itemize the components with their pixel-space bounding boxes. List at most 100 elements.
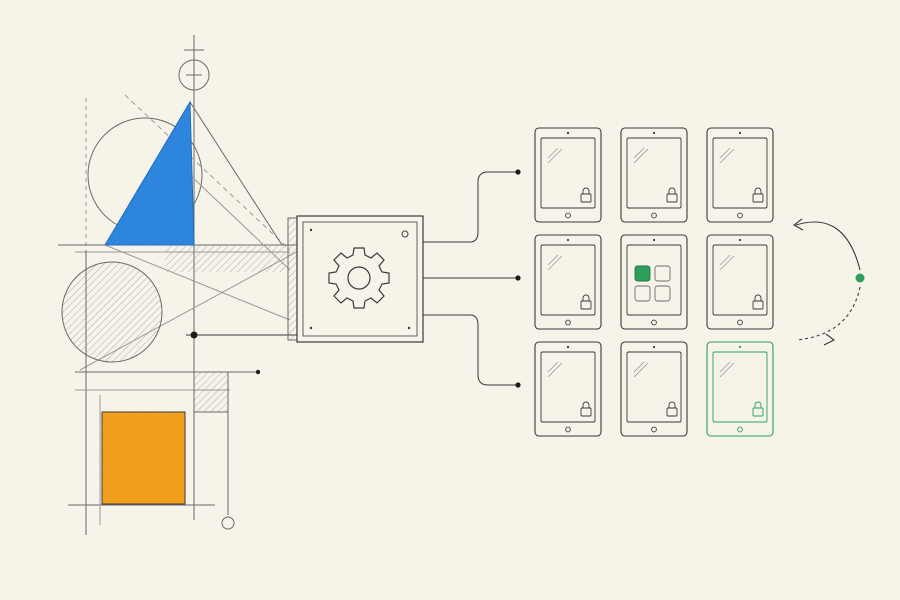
lock-icon	[580, 294, 592, 310]
tablet-locked	[534, 127, 602, 223]
tablet-frame	[706, 341, 774, 437]
tablet-screen	[712, 244, 768, 316]
lock-icon	[580, 401, 592, 417]
tablet-home-button	[737, 212, 743, 219]
tablet-home-button	[565, 319, 571, 326]
screen-glare	[719, 255, 735, 271]
blue-triangle-hatch	[105, 102, 194, 245]
tablet-locked	[620, 341, 688, 437]
geometric-construction	[58, 35, 301, 535]
tablet-screen	[712, 137, 768, 209]
lock-icon	[666, 401, 678, 417]
tablet-camera	[738, 238, 742, 242]
lock-icon	[666, 187, 678, 203]
screen-glare	[719, 148, 735, 164]
app-tile	[634, 265, 651, 282]
tablet-frame	[534, 234, 602, 330]
tablet-frame	[620, 127, 688, 223]
tablet-camera	[566, 238, 570, 242]
screen-glare	[547, 255, 563, 271]
circular-arrows-icon	[792, 218, 861, 346]
gear-box-screw	[401, 230, 409, 238]
tablet-camera	[652, 238, 656, 242]
diagonal-guide-long	[104, 244, 291, 321]
tablet-apps	[620, 234, 688, 330]
tablet-camera	[738, 345, 742, 349]
tablet-screen	[540, 244, 596, 316]
screen-glare	[633, 147, 645, 159]
screen-glare	[633, 362, 649, 378]
screen-glare	[547, 148, 563, 164]
app-tile	[654, 285, 671, 302]
axis-top-circle	[178, 59, 210, 91]
tablet-camera	[566, 131, 570, 135]
tablet-camera	[738, 131, 742, 135]
screen-glare	[547, 362, 563, 378]
tablet-locked	[706, 234, 774, 330]
screen-glare	[547, 254, 559, 266]
diagonal-guide-lower	[189, 174, 291, 271]
tablet-camera	[652, 131, 656, 135]
dashed-diagonal-guide	[124, 94, 291, 251]
tablet-frame	[620, 341, 688, 437]
gear-icon	[328, 247, 390, 309]
tablet-home-button	[565, 212, 571, 219]
tablet-home-button	[737, 426, 743, 433]
tablet-locked	[620, 127, 688, 223]
tablet-home-button	[565, 426, 571, 433]
screen-glare	[719, 147, 731, 159]
connector-top	[423, 171, 518, 243]
app-tile	[654, 265, 671, 282]
tablet-home-button	[737, 319, 743, 326]
tablet-frame	[534, 127, 602, 223]
tablet-camera	[566, 345, 570, 349]
screen-glare	[633, 361, 645, 373]
tablet-screen	[626, 244, 682, 316]
screen-glare	[719, 362, 735, 378]
line-end-dot	[255, 369, 261, 375]
hub-connectors	[423, 171, 518, 386]
screen-glare	[547, 361, 559, 373]
tablet-home-button	[651, 426, 657, 433]
tablet-locked	[534, 341, 602, 437]
screen-glare	[633, 148, 649, 164]
tablet-grid	[534, 127, 774, 437]
connector-bottom	[423, 314, 518, 386]
tablet-frame	[706, 234, 774, 330]
lock-icon	[752, 401, 764, 417]
tablet-screen	[626, 351, 682, 423]
lock-icon	[752, 187, 764, 203]
gear-box-dot	[309, 326, 313, 330]
gear-box-outer	[296, 215, 424, 343]
connector-dot-middle	[515, 275, 521, 281]
lock-icon	[752, 294, 764, 310]
gear-box-inner	[302, 221, 418, 337]
tablet-locked	[534, 234, 602, 330]
connector-dot-bottom	[515, 382, 521, 388]
hatched-circle	[61, 261, 163, 363]
tablet-screen	[540, 137, 596, 209]
tablet-camera	[652, 345, 656, 349]
tablet-home-button	[651, 319, 657, 326]
junction-dot	[190, 331, 198, 339]
cycle-arc-top	[795, 221, 861, 271]
cycle-arc-bottom	[795, 286, 861, 341]
lock-icon	[580, 187, 592, 203]
tablet-home-button	[651, 212, 657, 219]
screen-glare	[719, 254, 731, 266]
tablet-frame	[706, 127, 774, 223]
bottom-circle-marker	[221, 516, 235, 530]
orange-square-hatch	[102, 412, 185, 504]
hatched-band	[165, 246, 285, 272]
tablet-selected	[706, 341, 774, 437]
tablet-locked	[706, 127, 774, 223]
cycle-status-dot	[855, 273, 865, 283]
tablet-screen	[540, 351, 596, 423]
screen-glare	[719, 361, 731, 373]
tablet-frame	[534, 341, 602, 437]
app-tile	[634, 285, 651, 302]
cycle-arrowhead-bottom	[823, 333, 836, 346]
gear-box-dot	[309, 228, 313, 232]
